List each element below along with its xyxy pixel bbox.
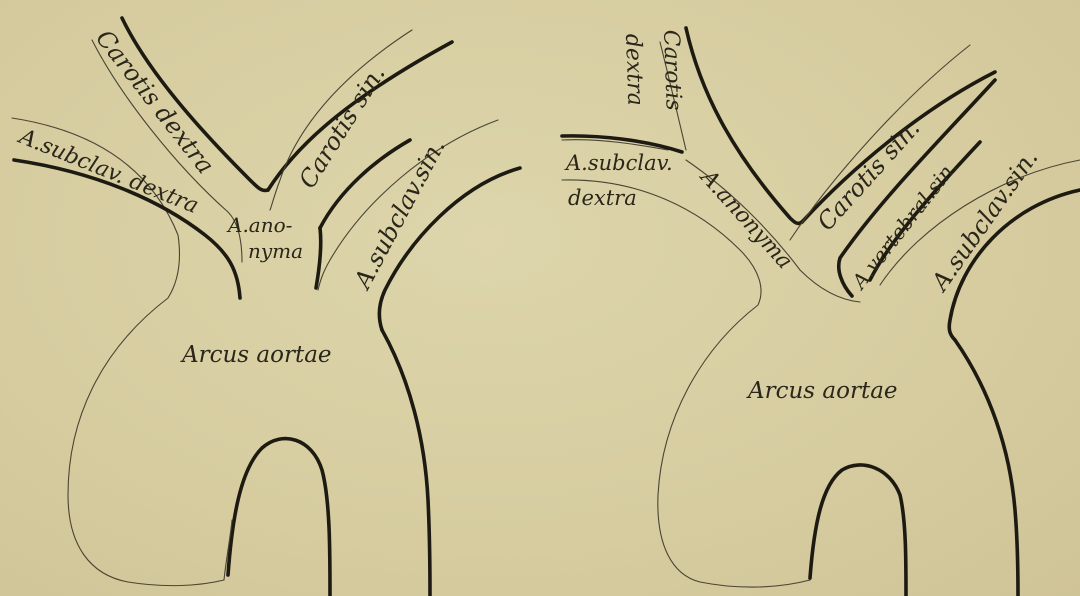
right-label-arcus-aortae: Arcus aortae — [746, 378, 898, 404]
right-label-carotis-line1: Carotis — [658, 29, 686, 111]
right-label-subclav-line2: dextra — [568, 186, 637, 210]
right-label-anonyma: A.anonyma — [694, 164, 797, 274]
right-label-carotis-line2: dextra — [620, 33, 647, 106]
left-anonyma-wall — [316, 228, 321, 288]
right-label-subclav-line1: A.subclav. — [564, 151, 673, 175]
left-label-anonyma-line1: A.ano- — [226, 213, 293, 237]
left-inner-arch — [228, 439, 330, 596]
left-label-carotis-sin: Carotis sin. — [293, 61, 390, 194]
left-label-carotis-dextra: Carotis dextra — [90, 24, 219, 179]
right-inner-arch — [810, 465, 906, 596]
figure-right-variant-arch — [562, 28, 1080, 596]
left-label-anonyma-line2: nyma — [248, 239, 303, 263]
left-label-arcus-aortae: Arcus aortae — [180, 342, 332, 368]
right-carotis-dextra-inner — [686, 28, 802, 223]
left-descending-aorta — [382, 330, 430, 596]
right-descending-aorta — [955, 340, 1018, 596]
figure-left-normal-arch — [12, 18, 520, 596]
